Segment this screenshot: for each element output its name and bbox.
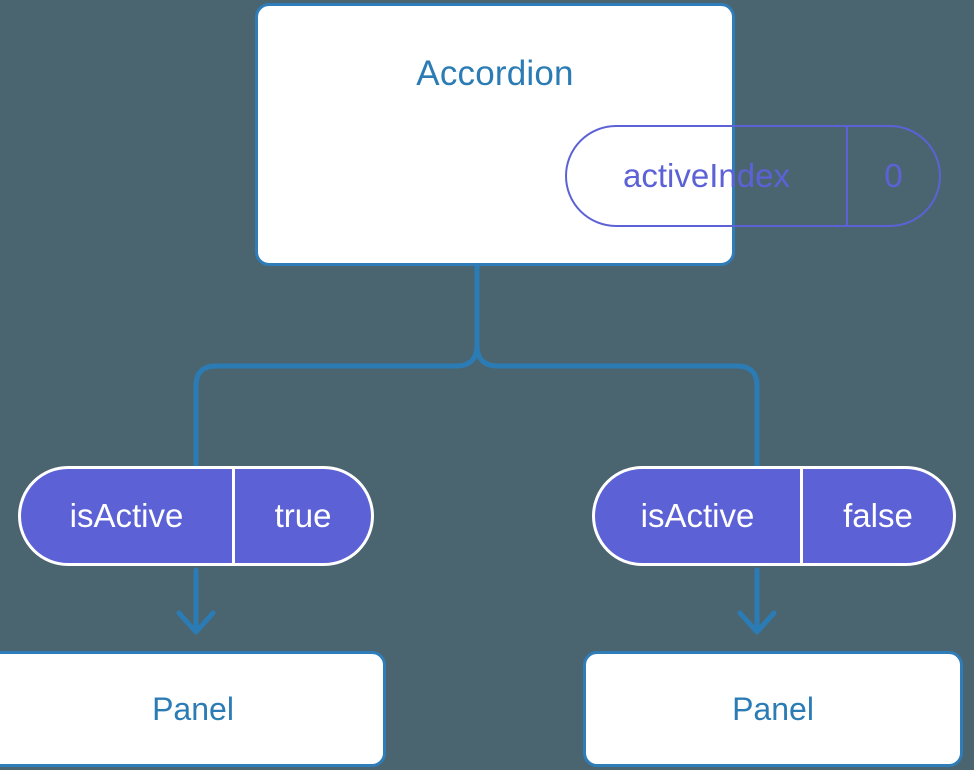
node-panel-left-title: Panel bbox=[152, 691, 234, 727]
state-pill-isactive-true[interactable]: isActive true bbox=[18, 466, 374, 566]
tree-branch-connector bbox=[474, 263, 760, 469]
state-pill-isactive-false[interactable]: isActive false bbox=[592, 466, 956, 566]
node-panel-left[interactable]: Panel bbox=[0, 651, 386, 767]
prop-badge-activeindex[interactable]: activeIndex 0 bbox=[565, 125, 941, 227]
node-panel-right[interactable]: Panel bbox=[583, 651, 963, 767]
prop-badge-value: 0 bbox=[884, 157, 903, 194]
node-panel-right-title: Panel bbox=[732, 691, 814, 727]
node-accordion[interactable]: Accordion activeIndex 0 bbox=[255, 3, 941, 266]
node-accordion-title: Accordion bbox=[416, 54, 574, 93]
tree-branch-connector-left bbox=[193, 342, 480, 469]
state-pill-value: true bbox=[274, 497, 332, 534]
state-pill-key: isActive bbox=[21, 469, 235, 563]
state-pill-value: false bbox=[843, 497, 913, 534]
state-pill-key: isActive bbox=[595, 469, 803, 563]
prop-badge-key: activeIndex bbox=[567, 127, 848, 225]
arrow-right-pill-to-panel bbox=[737, 567, 777, 635]
arrow-left-pill-to-panel bbox=[176, 567, 216, 635]
